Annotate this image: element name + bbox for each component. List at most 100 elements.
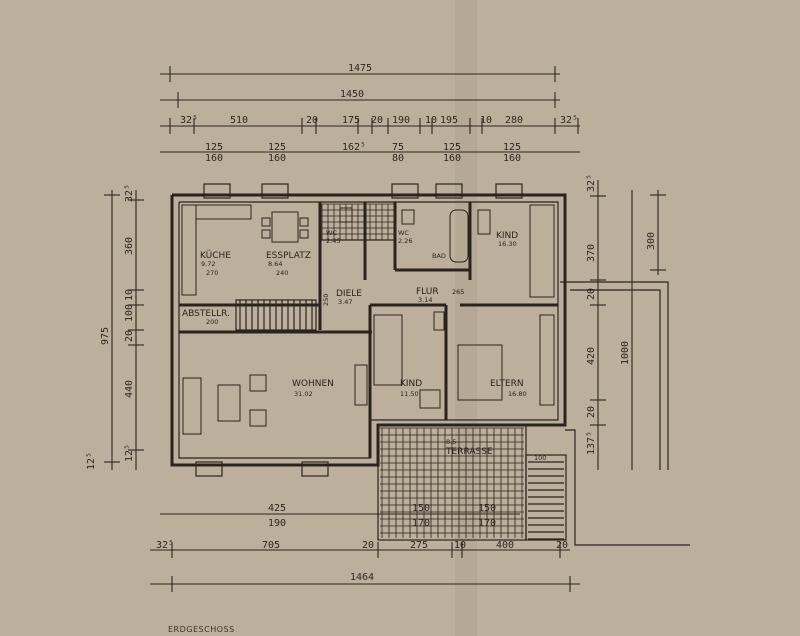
room-kueche-width: 270 (206, 269, 218, 277)
coffee-table (217, 384, 241, 422)
room-diele-area: 3.47 (338, 298, 352, 306)
dim-bot-r2-0: 32⁵ (156, 540, 174, 551)
dim-top-r4b-2: 80 (392, 153, 404, 164)
dim-top-r3-5: 190 (392, 115, 410, 126)
room-flur-name: FLUR (416, 287, 439, 297)
dim-top-r4a-5: 125 (503, 142, 521, 153)
dim-top-r4a-0: 125 (205, 142, 223, 153)
sofa (182, 377, 202, 435)
dim-top-r3-0: 32⁵ (180, 115, 198, 126)
dim-top-r3-6: 10 (425, 115, 437, 126)
bed-eltern (457, 344, 503, 401)
dim-bot-r1a-2: 150 (478, 503, 496, 514)
room-kind1-name: KIND (496, 231, 518, 241)
bottom-dimensions: 425 150 150 190 170 170 32⁵ 705 20 275 1… (150, 503, 580, 592)
room-kind1-area: 16.30 (498, 240, 517, 248)
desk-kind-1 (477, 209, 491, 235)
dim-top-r3-1: 510 (230, 115, 248, 126)
room-wc2-area: 2.26 (398, 237, 412, 245)
dim-top-r4b-4: 160 (503, 153, 521, 164)
dim-top-r3-10: 32⁵ (560, 115, 578, 126)
bed-kind-2 (373, 314, 403, 386)
left-dimensions: 975 12⁵ 32⁵ 360 10 100 20 440 12⁵ (86, 184, 144, 470)
dim-right-a-5: 137⁵ (586, 431, 597, 455)
window-top-5 (495, 183, 523, 199)
room-terrasse-area: 8.5 (446, 438, 456, 446)
dim-bot-r1a-1: 150 (412, 503, 430, 514)
dim-top-r4a-4: 125 (443, 142, 461, 153)
room-essplatz-name: ESSPLATZ (266, 251, 311, 261)
room-flur-width: 265 (452, 288, 464, 296)
dim-bot-r1b-0: 190 (268, 518, 286, 529)
dim-top-r4a-3: 75 (392, 142, 404, 153)
window-top-4 (435, 183, 463, 199)
dim-top-r3-7: 195 (440, 115, 458, 126)
dim-left-seg-0: 32⁵ (124, 184, 135, 202)
dim-bot-r2-1: 705 (262, 540, 280, 551)
window-top-2 (261, 183, 289, 199)
dim-right-a-2: 20 (586, 288, 597, 300)
room-wc1-area: 2.45 (326, 237, 340, 245)
room-wohnen-name: WOHNEN (292, 379, 334, 389)
bathtub (449, 209, 469, 263)
toilet-1 (401, 209, 415, 225)
dim-top-overall: 1475 (348, 63, 372, 74)
dim-bot-r2-5: 400 (496, 540, 514, 551)
dim-right-a-3: 420 (586, 347, 597, 365)
dim-top-inner: 1450 (340, 89, 364, 100)
room-wohnen-area: 31.02 (294, 390, 313, 398)
room-bad-name: BAD (432, 252, 446, 260)
dim-bot-r1b-1: 170 (412, 518, 430, 529)
room-kind2-area: 11.50 (400, 390, 419, 398)
bed-kind-1 (529, 204, 555, 298)
dim-top-r4b-1: 160 (268, 153, 286, 164)
dim-left-seg-2: 10 (124, 289, 135, 301)
dim-right-a-1: 370 (586, 244, 597, 262)
dim-bot-r2-6: 20 (556, 540, 568, 551)
room-terrasse-name: TERRASSE (445, 447, 493, 457)
dim-top-r3-3: 175 (342, 115, 360, 126)
window-bottom-1 (195, 461, 223, 477)
dim-bot-r2-2: 20 (362, 540, 374, 551)
room-flur-area: 3.14 (418, 296, 432, 304)
room-terrasse-depth: 100 (534, 454, 546, 462)
dim-left-seg-4: 20 (124, 330, 135, 342)
window-top-1 (203, 183, 231, 199)
dim-bot-overall: 1464 (350, 572, 374, 583)
dim-left-seg-6: 12⁵ (124, 444, 135, 462)
room-abstell-name: ABSTELLR. (182, 309, 230, 319)
room-eltern-area: 16.80 (508, 390, 527, 398)
right-dimensions: 32⁵ 370 20 420 20 137⁵ 300 1000 (560, 174, 669, 470)
dim-left-seg-1: 360 (124, 237, 135, 255)
dining-table (271, 211, 299, 243)
dim-left-overall: 975 (100, 327, 111, 345)
room-eltern-name: ELTERN (490, 379, 524, 389)
dim-left-seg-5: 440 (124, 380, 135, 398)
room-essplatz-area: 8.64 (268, 260, 282, 268)
dim-top-r4b-0: 160 (205, 153, 223, 164)
window-bottom-2 (301, 461, 329, 477)
dim-top-r3-8: 10 (480, 115, 492, 126)
toilet-2 (339, 207, 353, 223)
room-essplatz-width: 240 (276, 269, 288, 277)
dim-right-a-4: 20 (586, 406, 597, 418)
dim-bot-r2-3: 275 (410, 540, 428, 551)
kitchen-counter (181, 204, 197, 296)
room-wc1-name: WC (326, 229, 337, 237)
terrace (377, 424, 690, 546)
dim-bot-r1a-0: 425 (268, 503, 286, 514)
dim-top-r3-9: 280 (505, 115, 523, 126)
dim-left-offset: 12⁵ (86, 452, 97, 470)
room-kind2-name: KIND (400, 379, 422, 389)
dim-top-r3-4: 20 (371, 115, 383, 126)
drawing-title: ERDGESCHOSS (168, 625, 235, 634)
dim-right-a-0: 32⁵ (586, 174, 597, 192)
dim-left-seg-3: 100 (124, 304, 135, 322)
dim-top-r3-2: 20 (306, 115, 318, 126)
dim-right-b: 300 (646, 232, 657, 250)
room-diele-name: DIELE (336, 289, 362, 299)
sideboard (354, 364, 368, 406)
window-top-3 (391, 183, 419, 199)
